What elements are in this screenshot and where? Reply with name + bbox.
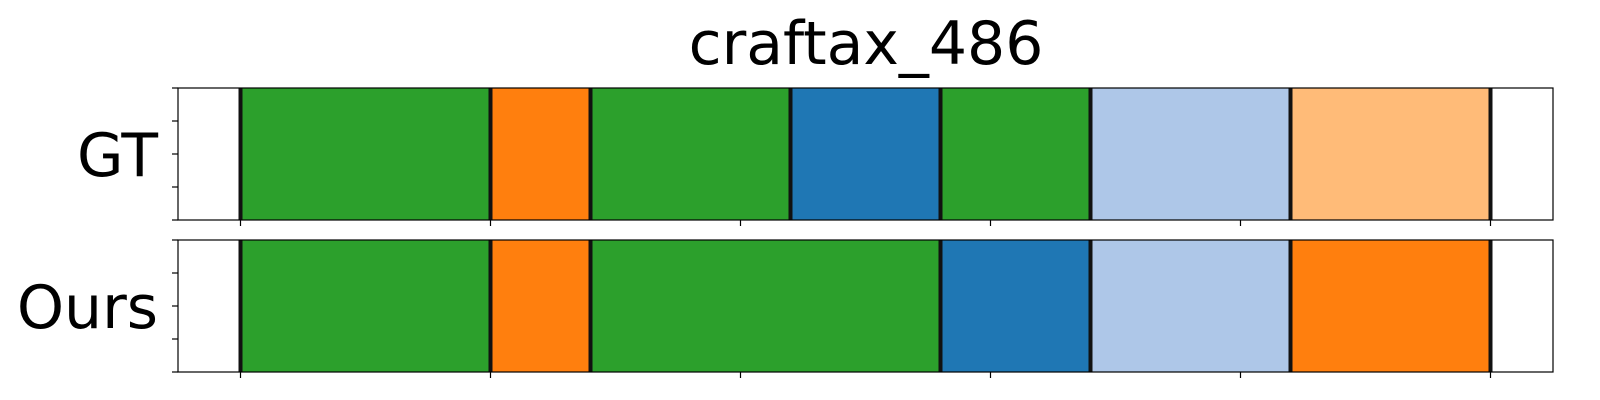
segment-bar [940,88,1091,220]
segment-bar [1290,88,1491,220]
chart-panels: GT Ours [17,87,1554,378]
segment-bar [1090,240,1291,372]
segment-bar [240,88,491,220]
segment-bar [1090,88,1291,220]
segment-bar [790,88,941,220]
row-label-gt: GT [77,121,158,191]
segment-bar [1290,240,1491,372]
segment-bar [490,240,591,372]
row-label-ours: Ours [17,273,158,343]
segment-bar [940,240,1091,372]
panel-ours: Ours [17,239,1554,378]
panel-gt: GT [77,87,1554,226]
segment-bar [590,240,941,372]
segment-bar [590,88,791,220]
segment-bar [490,88,591,220]
segment-bar [240,240,491,372]
chart-title: craftax_486 [689,9,1044,79]
